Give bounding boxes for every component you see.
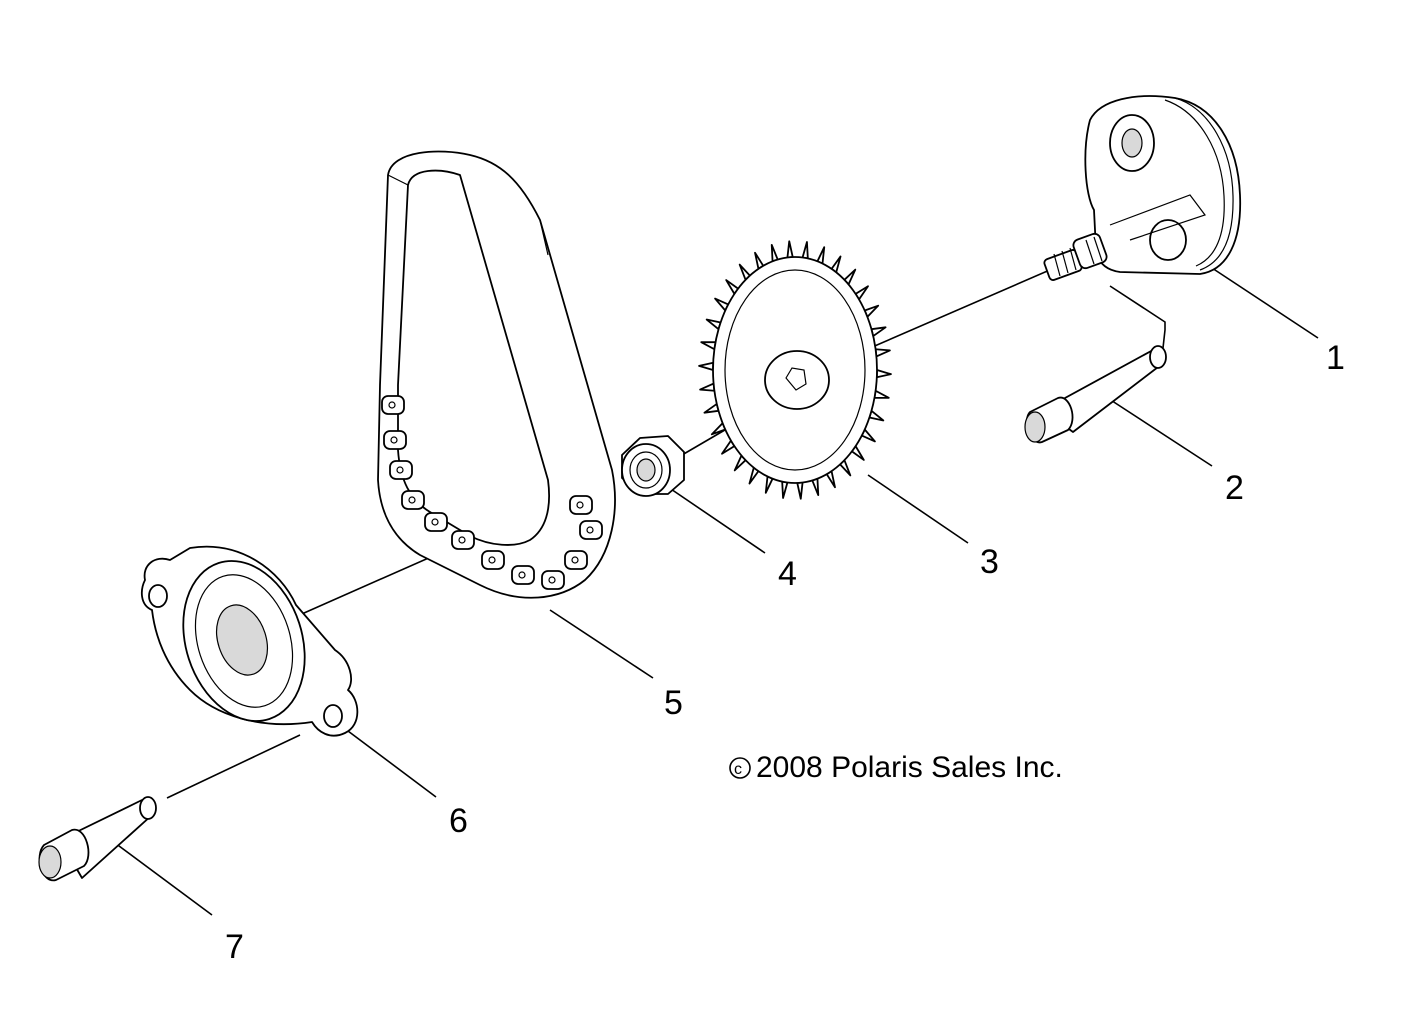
sprocket-tooth (700, 341, 717, 351)
chain-link (424, 512, 448, 532)
part-7-cap-screw (38, 796, 157, 881)
copyright-text: 2008 Polaris Sales Inc. (756, 751, 1063, 784)
sprocket-tooth (796, 481, 804, 500)
callout-labels: 1 2 3 4 5 6 7 (225, 339, 1345, 966)
copyright-notice: c 2008 Polaris Sales Inc. (729, 751, 1063, 784)
sprocket-tooth (781, 480, 789, 499)
sprocket-tooth (698, 361, 715, 371)
chain-link (381, 395, 405, 415)
sprocket-tooth (811, 477, 820, 497)
chain-link (481, 550, 505, 570)
part-5-chain (377, 150, 616, 599)
callout-5: 5 (664, 684, 683, 722)
chain-link (383, 430, 407, 450)
sprocket-tooth (875, 369, 892, 379)
chain-pin (548, 576, 556, 584)
chain-link (389, 460, 413, 480)
chain-pin (458, 536, 466, 544)
chain-pin (586, 526, 594, 534)
chain-pin (388, 401, 396, 409)
callout-1: 1 (1326, 339, 1345, 377)
callout-2: 2 (1225, 469, 1244, 507)
copyright-symbol: c (734, 761, 742, 778)
sprocket-tooth (801, 241, 809, 260)
callout-4: 4 (778, 555, 797, 593)
copyright-circle-icon (729, 757, 751, 779)
chain-link (541, 570, 565, 590)
sprocket-tooth (874, 348, 891, 358)
chain-link (451, 530, 475, 550)
sprocket-tooth (786, 240, 794, 259)
part-4-flange-nut (621, 435, 685, 497)
chain-pin (431, 518, 439, 526)
chain-link (569, 495, 593, 515)
part-6-gasket-plate (140, 545, 359, 737)
callout-7: 7 (225, 928, 244, 966)
sprocket-tooth (770, 243, 779, 263)
part-1-tensioner (1043, 95, 1242, 281)
chain-link (511, 565, 535, 585)
sprocket-tooth (873, 389, 890, 399)
chain-pin (576, 501, 584, 509)
sprocket-tooth (699, 382, 716, 392)
leader-lines (114, 267, 1319, 916)
chain-link (401, 490, 425, 510)
chain-pin (390, 436, 398, 444)
part-3-sprocket (698, 240, 892, 500)
chain-pin (396, 466, 404, 474)
part-2-cap-screw (1024, 345, 1167, 444)
chain-link (579, 520, 603, 540)
chain-pin (408, 496, 416, 504)
chain-link (564, 550, 588, 570)
chain-pin (488, 556, 496, 564)
callout-3: 3 (980, 543, 999, 581)
chain-pin (571, 556, 579, 564)
callout-6: 6 (449, 802, 468, 840)
chain-pin (518, 571, 526, 579)
